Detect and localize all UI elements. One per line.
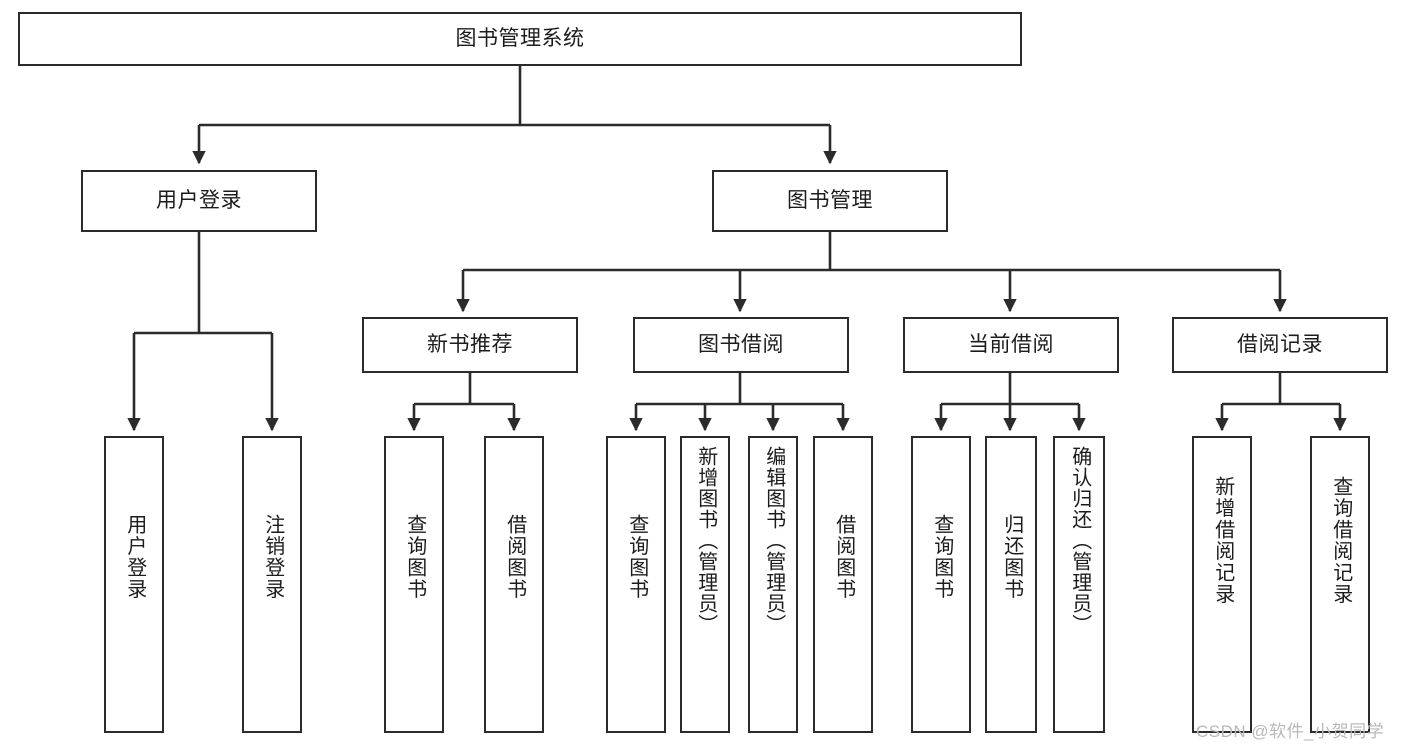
node-borrow-record-label: 借阅记录 — [1237, 333, 1323, 357]
node-leaf-borrow-book-1[interactable]: 借阅图书 — [484, 436, 544, 733]
node-leaf-edit-book-label: 编辑图书（管理员） — [762, 446, 785, 635]
node-leaf-add-book[interactable]: 新增图书（管理员） — [680, 436, 730, 733]
node-leaf-return-book-label: 归还图书 — [1000, 514, 1023, 600]
node-leaf-query-book-3[interactable]: 查询图书 — [911, 436, 971, 733]
node-leaf-add-record[interactable]: 新增借阅记录 — [1192, 436, 1252, 733]
node-leaf-edit-book[interactable]: 编辑图书（管理员） — [748, 436, 798, 733]
node-leaf-confirm-return-label: 确认归还（管理员） — [1068, 446, 1091, 635]
node-leaf-user-logout-label: 注销登录 — [261, 514, 284, 600]
node-book-manage[interactable]: 图书管理 — [712, 170, 948, 232]
node-leaf-query-book-2-label: 查询图书 — [625, 514, 648, 600]
node-leaf-query-record-label: 查询借阅记录 — [1329, 476, 1352, 605]
node-user-login-label: 用户登录 — [156, 189, 242, 213]
node-current-borrow[interactable]: 当前借阅 — [903, 317, 1119, 373]
node-leaf-user-login[interactable]: 用户登录 — [104, 436, 164, 733]
node-leaf-confirm-return[interactable]: 确认归还（管理员） — [1053, 436, 1105, 733]
node-leaf-borrow-book-2-label: 借阅图书 — [832, 514, 855, 600]
node-new-book-recommend[interactable]: 新书推荐 — [362, 317, 578, 373]
node-new-book-recommend-label: 新书推荐 — [427, 333, 513, 357]
node-leaf-query-book-3-label: 查询图书 — [930, 514, 953, 600]
node-borrow-record[interactable]: 借阅记录 — [1172, 317, 1388, 373]
node-user-login[interactable]: 用户登录 — [81, 170, 317, 232]
node-leaf-query-book-1-label: 查询图书 — [403, 514, 426, 600]
node-leaf-query-record[interactable]: 查询借阅记录 — [1310, 436, 1370, 733]
node-leaf-user-login-label: 用户登录 — [123, 514, 146, 600]
node-book-borrow[interactable]: 图书借阅 — [633, 317, 849, 373]
node-leaf-add-book-label: 新增图书（管理员） — [694, 446, 717, 635]
node-current-borrow-label: 当前借阅 — [968, 333, 1054, 357]
node-book-manage-label: 图书管理 — [787, 189, 873, 213]
node-root-label: 图书管理系统 — [455, 27, 585, 51]
node-root[interactable]: 图书管理系统 — [18, 12, 1022, 66]
node-leaf-borrow-book-2[interactable]: 借阅图书 — [813, 436, 873, 733]
node-leaf-user-logout[interactable]: 注销登录 — [242, 436, 302, 733]
node-leaf-borrow-book-1-label: 借阅图书 — [503, 514, 526, 600]
node-book-borrow-label: 图书借阅 — [698, 333, 784, 357]
node-leaf-return-book[interactable]: 归还图书 — [985, 436, 1037, 733]
node-leaf-add-record-label: 新增借阅记录 — [1211, 476, 1234, 605]
csdn-watermark: CSDN @软件_小贺同学 — [1196, 722, 1385, 741]
node-leaf-query-book-1[interactable]: 查询图书 — [384, 436, 444, 733]
node-leaf-query-book-2[interactable]: 查询图书 — [606, 436, 666, 733]
